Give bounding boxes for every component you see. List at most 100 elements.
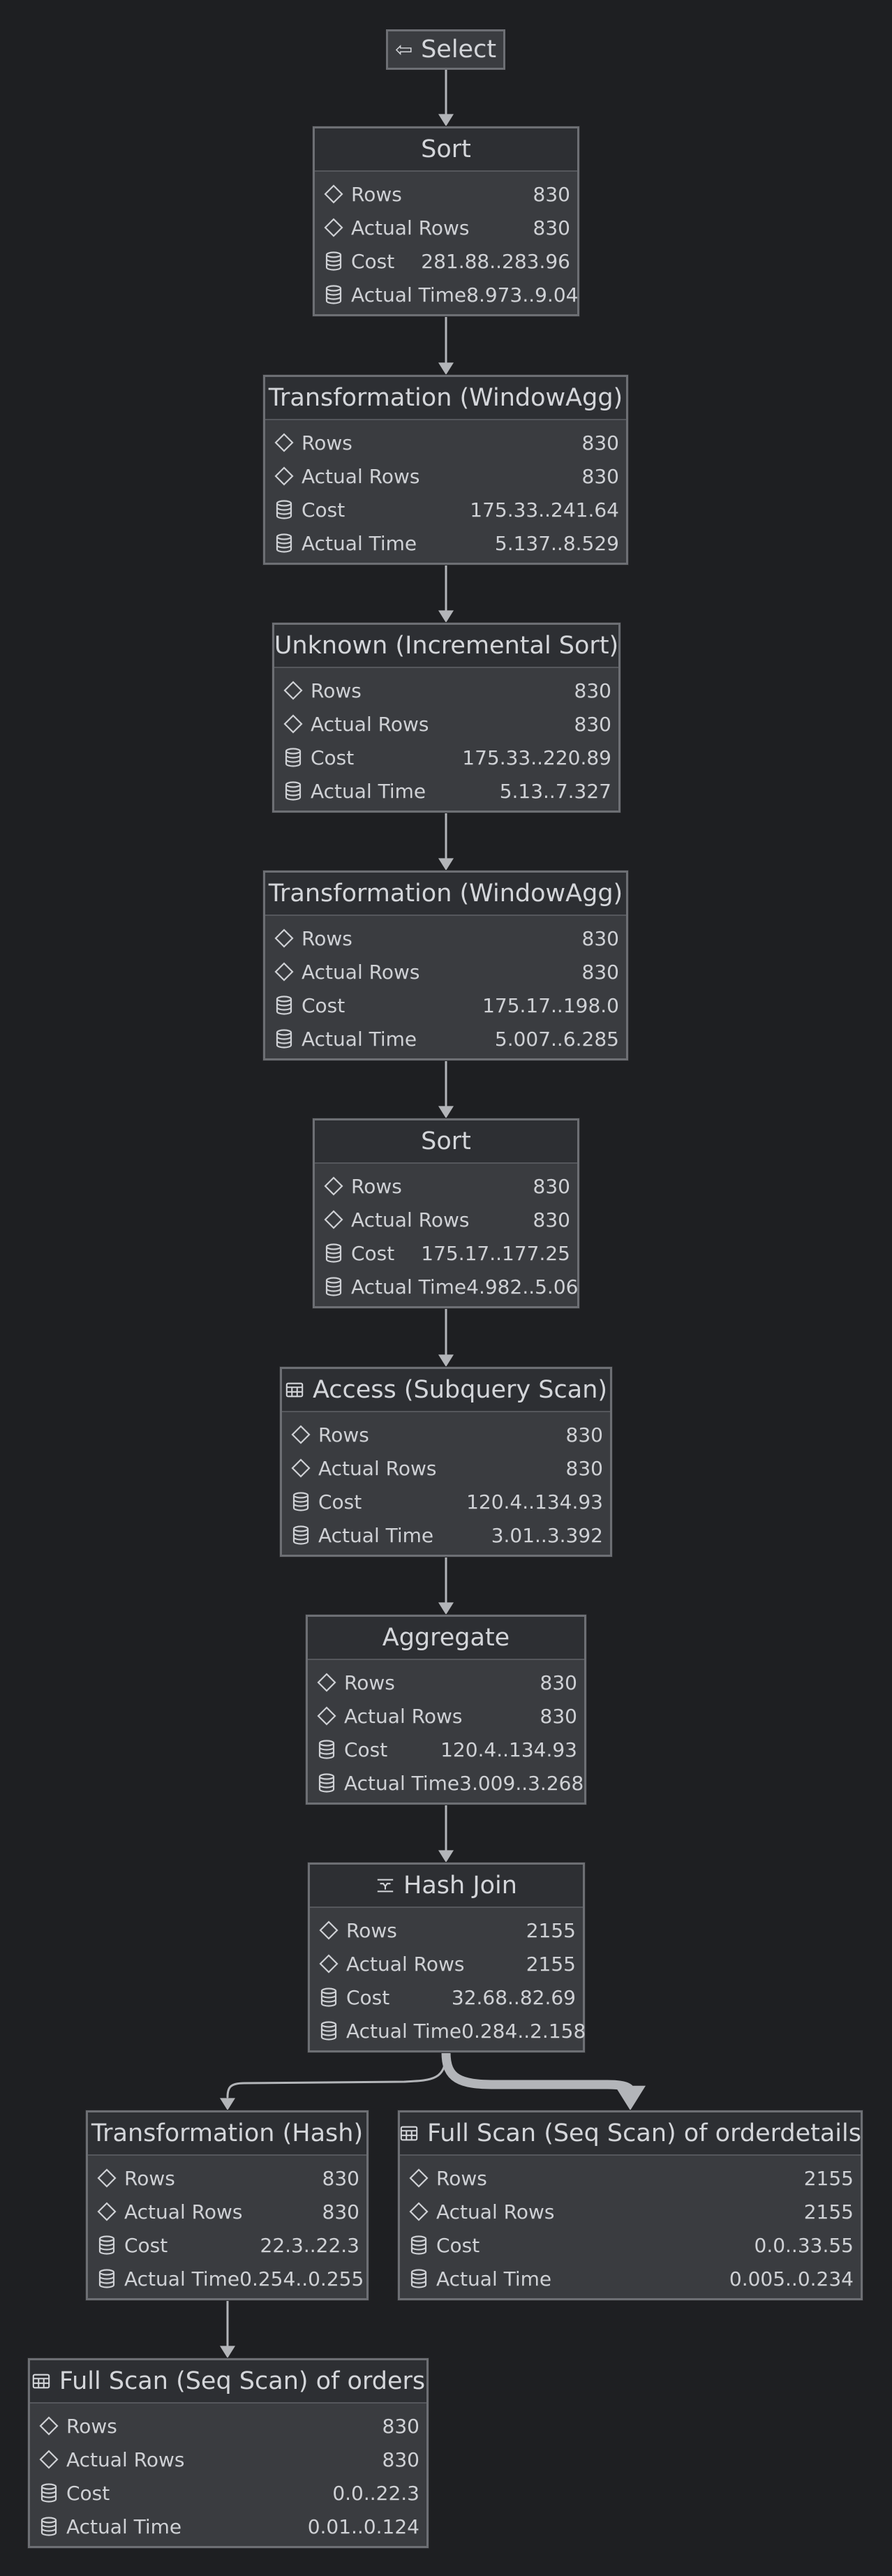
database-icon	[318, 2020, 339, 2041]
metric-label: Rows	[302, 926, 352, 950]
node-title: Full Scan (Seq Scan) of orderdetails	[427, 2119, 861, 2147]
metric-label: Actual Rows	[302, 960, 420, 984]
database-icon	[290, 1491, 311, 1512]
metric-label: Actual Time	[124, 2267, 240, 2290]
node-title: Access (Subquery Scan)	[312, 1376, 608, 1404]
metric-value: 830	[533, 216, 570, 239]
metric-label: Rows	[351, 182, 402, 206]
metric-label: Cost	[346, 1985, 390, 2009]
metric-value: 2155	[803, 2166, 854, 2190]
node-header: Access (Subquery Scan)	[282, 1369, 610, 1412]
metric-label: Actual Rows	[436, 2200, 555, 2223]
node-title: Hash Join	[403, 1872, 517, 1900]
metric-label: Cost	[436, 2233, 480, 2257]
metric-value: 120.4..134.93	[440, 1738, 577, 1761]
edge-arrow	[220, 2098, 235, 2110]
metric-value: 32.68..82.69	[451, 1985, 576, 2009]
metric-value: 5.007..6.285	[494, 1027, 619, 1051]
metric-value: 830	[581, 464, 619, 488]
diamond-icon	[283, 713, 304, 734]
metric-label: Cost	[302, 993, 345, 1017]
diamond-icon	[408, 2201, 429, 2222]
database-icon	[38, 2482, 59, 2503]
diamond-icon	[323, 1176, 344, 1197]
metric-label: Cost	[311, 746, 355, 769]
metric-row: Actual Time 5.007..6.285	[274, 1022, 619, 1056]
edge-arrow	[438, 1602, 454, 1615]
metric-value: 830	[581, 431, 619, 454]
metric-label: Rows	[344, 1671, 395, 1694]
metric-value: 5.13..7.327	[499, 779, 611, 803]
metric-value: 830	[533, 182, 570, 206]
node-header: Transformation (Hash)	[88, 2112, 366, 2156]
metric-row: Cost 120.4..134.93	[290, 1485, 603, 1518]
edge-line	[226, 2051, 447, 2098]
metric-value: 175.33..241.64	[470, 498, 619, 521]
table-icon	[399, 2124, 427, 2143]
back-arrow-icon: ⇦	[394, 37, 413, 62]
metric-value: 830	[581, 926, 619, 950]
diamond-icon	[323, 184, 344, 205]
node-title: Transformation (WindowAgg)	[268, 384, 623, 412]
metric-label: Actual Time	[318, 1523, 434, 1547]
node-header: Full Scan (Seq Scan) of orderdetails	[400, 2112, 861, 2156]
metric-label: Rows	[302, 431, 352, 454]
metric-label: Cost	[124, 2233, 168, 2257]
node-title: Sort	[421, 1127, 471, 1155]
metric-value: 830	[382, 2414, 419, 2438]
metric-value: 830	[574, 679, 611, 702]
node-title: Transformation (WindowAgg)	[268, 880, 623, 908]
database-icon	[283, 780, 304, 801]
metric-label: Cost	[318, 1490, 362, 1513]
node-header: Transformation (WindowAgg)	[265, 873, 626, 916]
database-icon	[408, 2235, 429, 2256]
database-icon	[318, 1987, 339, 2008]
database-icon	[323, 1243, 344, 1264]
diamond-icon	[283, 680, 304, 701]
edge-arrow	[438, 858, 454, 871]
metric-value: 22.3..22.3	[260, 2233, 360, 2257]
metric-label: Actual Time	[302, 1027, 417, 1051]
metric-value: 120.4..134.93	[466, 1490, 603, 1513]
metric-value: 830	[382, 2448, 419, 2471]
metric-value: 830	[533, 1174, 570, 1198]
database-icon	[283, 747, 304, 768]
diamond-icon	[323, 1209, 344, 1230]
diamond-icon	[274, 961, 295, 982]
metric-label: Rows	[318, 1423, 369, 1446]
select-node[interactable]: ⇦ Select	[386, 29, 505, 70]
metric-row: Rows 830	[274, 426, 619, 459]
